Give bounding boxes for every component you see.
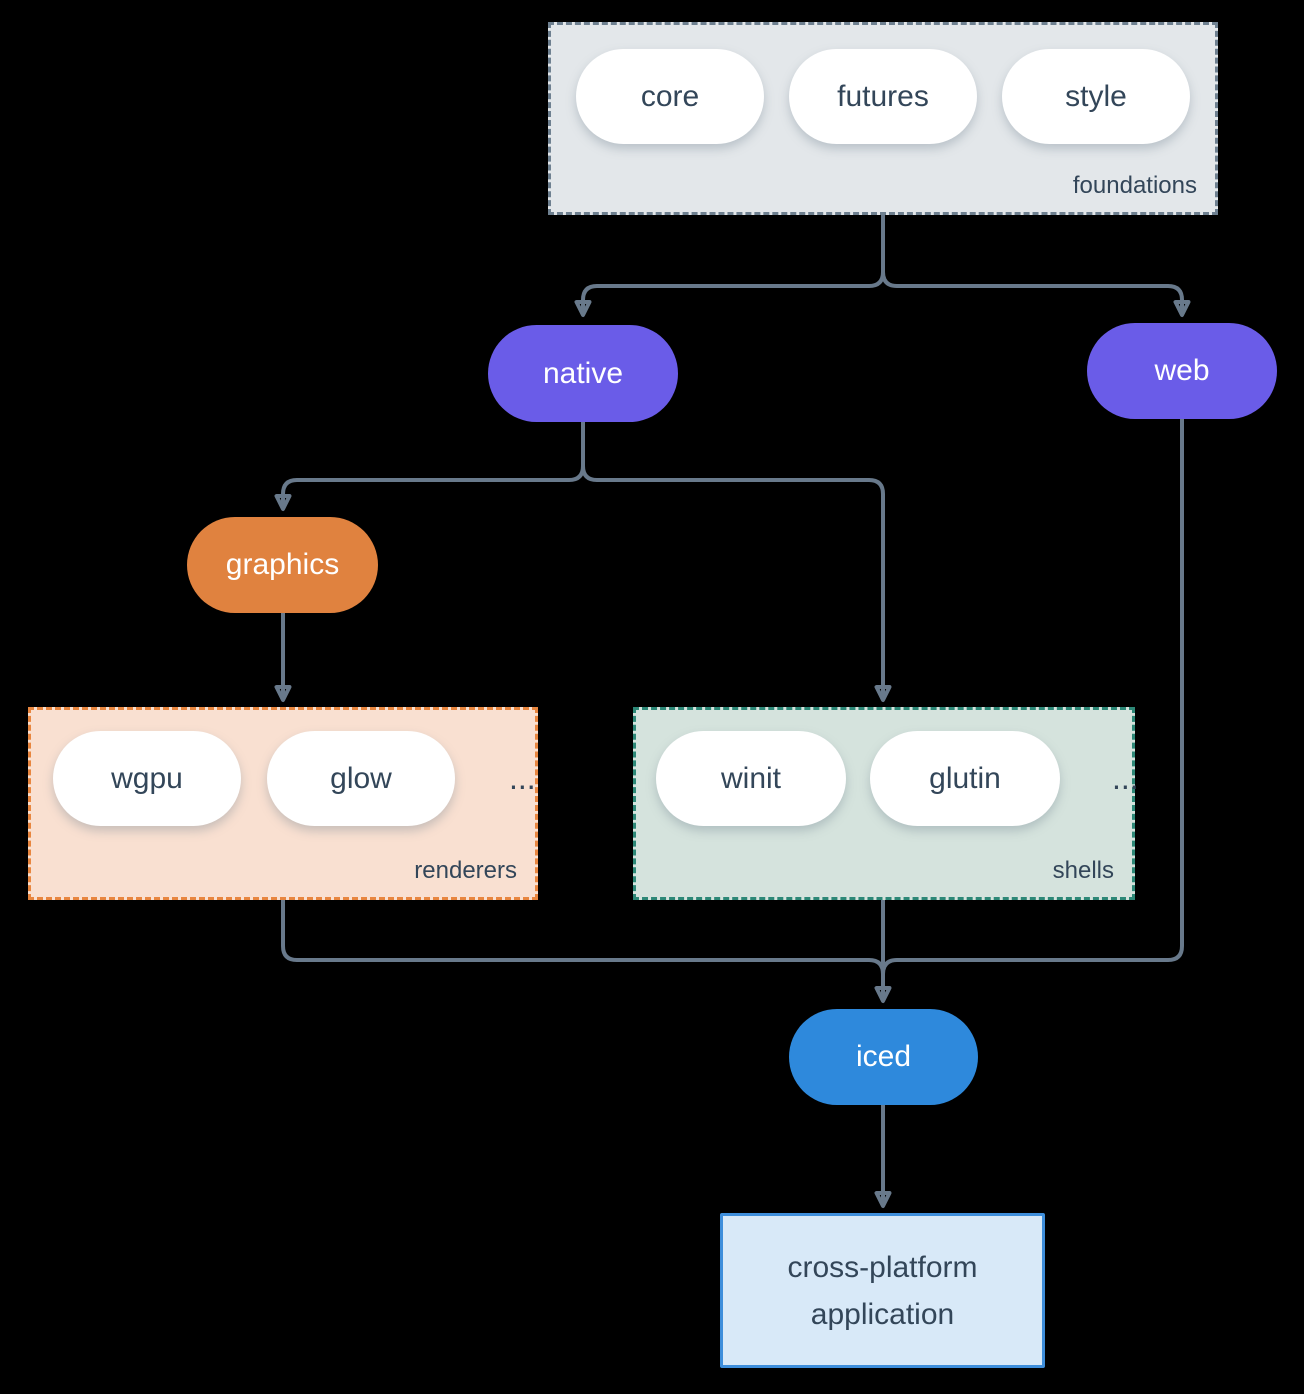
edge-renderers-merge (281, 900, 885, 976)
node-graphics: graphics (187, 517, 378, 613)
edge-foundations-native (574, 215, 885, 317)
node-core: core (576, 49, 764, 144)
renderers-ellipsis: ... (509, 760, 536, 796)
node-native: native (488, 325, 678, 422)
node-wgpu: wgpu (53, 731, 241, 826)
edge-native-graphics (274, 422, 585, 511)
node-glow: glow (267, 731, 455, 826)
node-cross-platform-application: cross-platform application (720, 1213, 1045, 1368)
node-iced: iced (789, 1009, 978, 1105)
edge-native-shells (581, 422, 892, 702)
foundations-pill-row: core futures style (551, 25, 1215, 144)
shells-pill-row: winit glutin ... (636, 710, 1139, 826)
renderers-pill-row: wgpu glow ... (31, 710, 536, 826)
group-label-foundations: foundations (1072, 172, 1197, 199)
group-shells: winit glutin ... shells (633, 707, 1139, 900)
edge-foundations-web (881, 215, 1191, 317)
node-futures: futures (789, 49, 977, 144)
group-label-shells: shells (1052, 857, 1114, 884)
node-style: style (1002, 49, 1190, 144)
shells-ellipsis: ... (1112, 760, 1139, 796)
node-glutin: glutin (870, 731, 1060, 826)
node-winit: winit (656, 731, 846, 826)
cross-platform-application-label: cross-platform application (787, 1250, 978, 1331)
group-renderers: wgpu glow ... renderers (28, 707, 538, 900)
group-label-renderers: renderers (414, 857, 517, 884)
node-web: web (1087, 323, 1277, 419)
group-foundations: core futures style foundations (548, 22, 1218, 215)
